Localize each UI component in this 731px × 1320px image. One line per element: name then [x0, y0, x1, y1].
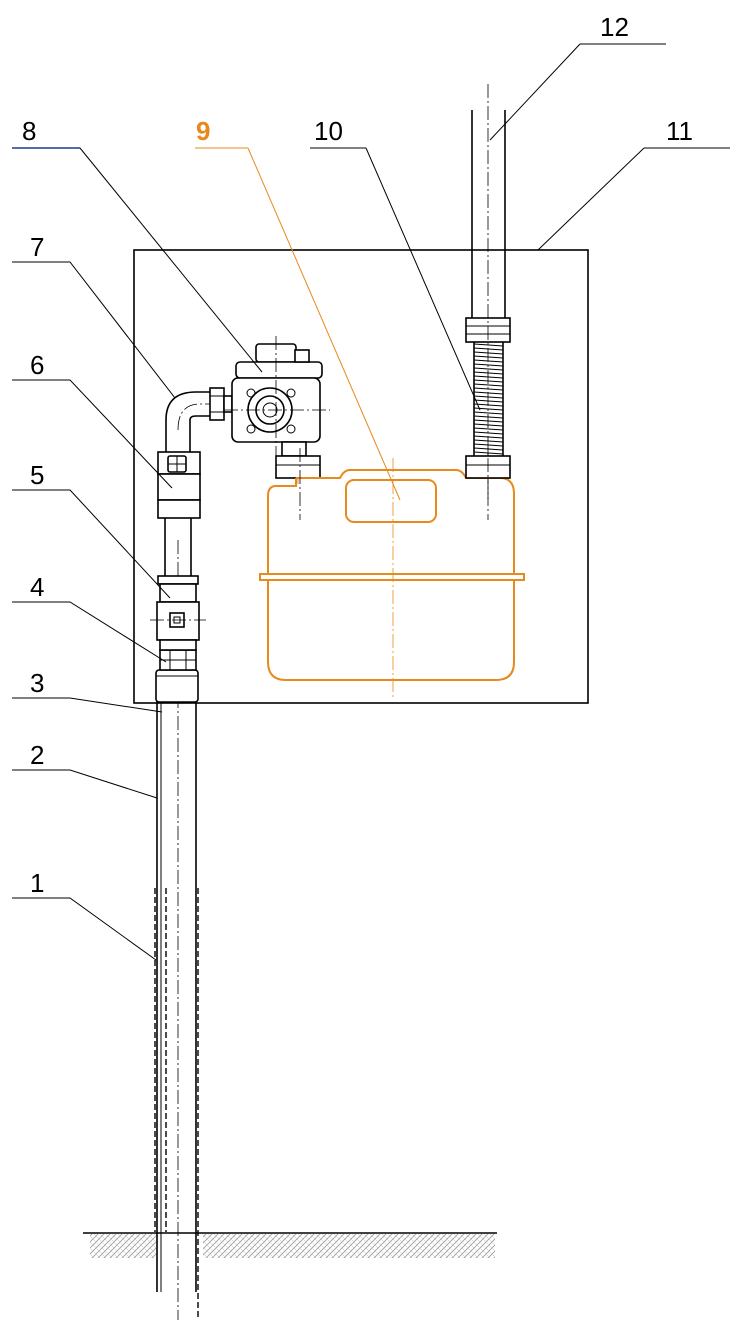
callout-9: 9: [196, 116, 210, 146]
callout-2: 2: [30, 740, 44, 770]
hose-corrugation: [473, 443, 504, 447]
hose-corrugation: [473, 427, 504, 431]
hose-corrugation: [473, 363, 504, 367]
hose-corrugation: [473, 415, 504, 419]
callout-labels: 1 2 3 4 5 6 7 8 9 10 11 12: [22, 12, 693, 898]
hose-corrugation: [473, 439, 504, 443]
regulator-inlet-nut: [209, 387, 233, 421]
wall-panel: [133, 249, 589, 704]
hose-corrugation: [473, 407, 504, 411]
riser-pipe: [154, 540, 199, 1320]
hose-corrugation: [473, 411, 504, 415]
callout-6: 6: [30, 350, 44, 380]
callout-5: 5: [30, 460, 44, 490]
gas-regulator: [224, 336, 330, 460]
outlet-pipe: [471, 84, 506, 500]
ground-hatch-right: [203, 1234, 495, 1258]
hose-corrugation: [473, 387, 504, 391]
tee-with-plug: [157, 451, 201, 519]
hose-corrugation: [473, 367, 504, 371]
ball-valve: [150, 575, 206, 651]
hose-corrugation: [473, 391, 504, 395]
pipe-bend: [165, 391, 218, 431]
hose-corrugation: [473, 403, 504, 407]
meter-inlet-nut: [275, 441, 321, 479]
hose-corrugation: [473, 355, 504, 359]
hose-corrugation: [473, 419, 504, 423]
hose-corrugation: [473, 431, 504, 435]
callout-7: 7: [30, 232, 44, 262]
coupling-bottom: [155, 669, 199, 703]
hose-corrugation: [473, 379, 504, 383]
hose-corrugation: [473, 351, 504, 355]
callout-1: 1: [30, 868, 44, 898]
ground: [83, 1232, 497, 1258]
hose-corrugation: [473, 447, 504, 451]
gas-meter: [259, 448, 525, 698]
hose-corrugation: [473, 423, 504, 427]
hose-corrugation: [473, 383, 504, 387]
hose-corrugation: [473, 371, 504, 375]
callout-8: 8: [22, 116, 36, 146]
hose-corrugation: [473, 343, 504, 347]
hose-corrugation: [473, 399, 504, 403]
hose-corrugation: [473, 451, 504, 455]
callout-3: 3: [30, 668, 44, 698]
leader-lines: [12, 43, 730, 961]
ground-hatch-left: [90, 1234, 156, 1258]
hose-corrugation: [473, 359, 504, 363]
hose-corrugation: [473, 395, 504, 399]
hose-corrugation: [473, 375, 504, 379]
fitting-4: [159, 649, 197, 671]
hose-corrugation: [473, 347, 504, 351]
callout-4: 4: [30, 572, 44, 602]
callout-12: 12: [600, 12, 629, 42]
callout-10: 10: [314, 116, 343, 146]
flex-hose: [473, 340, 504, 456]
callout-11: 11: [666, 116, 693, 146]
hose-corrugation: [473, 435, 504, 439]
